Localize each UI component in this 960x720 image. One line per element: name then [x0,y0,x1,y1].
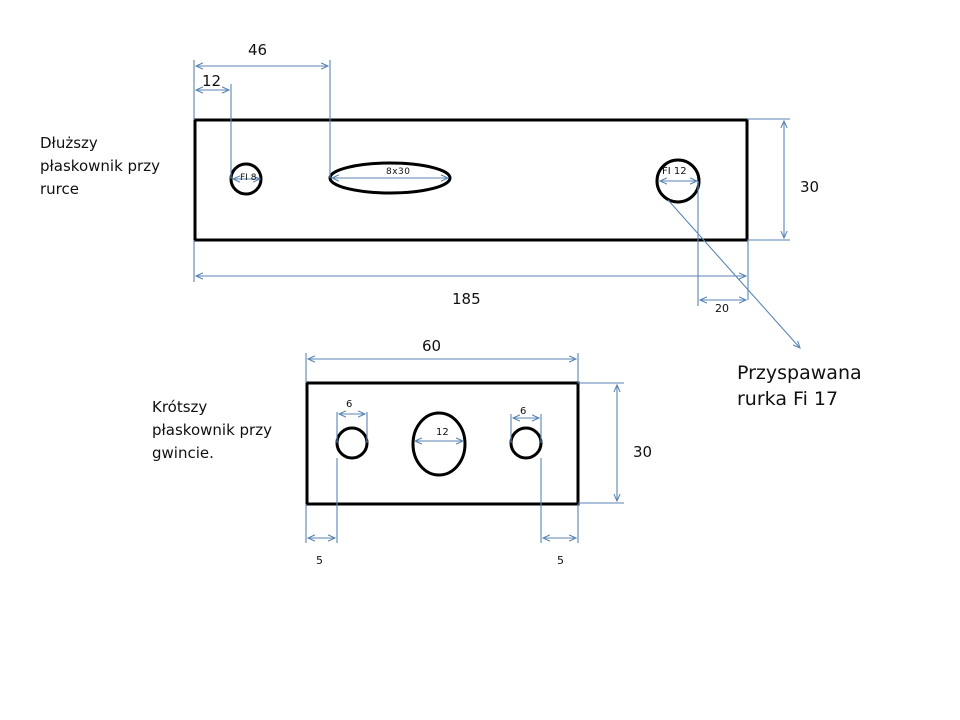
right-edge-offset-label: 5 [557,554,564,567]
welded-tube-leader-line [667,199,800,348]
short-bar-title: Krótszy płaskownik przy gwincie. [152,396,272,465]
short-bar-length-label: 60 [422,337,441,355]
right-hole-offset-label: 20 [715,302,729,315]
long-bar-length-label: 185 [452,290,481,308]
long-bar-right-hole [655,158,701,204]
long-bar-right-hole-label: FI 12 [662,166,687,177]
welded-tube-note: Przyspawana rurka Fi 17 [737,360,862,412]
long-bar-title: Dłuższy płaskownik przy rurce [40,132,160,201]
welded-tube-note-line-1: Przyspawana [737,362,862,384]
long-bar-title-line-1: Dłuższy [40,134,98,152]
long-bar-group: FI 8 8x30 FI 12 46 12 30 185 20 [193,41,819,348]
short-bar-title-line-1: Krótszy [152,398,208,416]
left-edge-offset-label: 5 [316,554,323,567]
short-bar-title-line-2: płaskownik przy [152,421,272,439]
long-bar-outline [193,118,749,242]
center-hole-label: 12 [436,427,449,438]
left-hole-diameter-label: 6 [346,399,352,410]
welded-tube-note-line-2: rurka Fi 17 [737,388,839,410]
long-bar-left-hole-label: FI 8 [240,173,257,183]
dim-12-label: 12 [202,72,221,90]
dim-46-label: 46 [248,41,267,59]
short-bar-center-hole [411,411,467,477]
long-bar-slot-label: 8x30 [386,167,411,177]
short-bar-height-label: 30 [633,443,652,461]
right-hole-diameter-label: 6 [520,406,526,417]
long-bar-height-label: 30 [800,178,819,196]
short-bar-title-line-3: gwincie. [152,444,214,462]
long-bar-title-line-2: płaskownik przy [40,157,160,175]
long-bar-title-line-3: rurce [40,180,79,198]
short-bar-group: 12 6 6 60 30 5 5 [305,337,652,567]
